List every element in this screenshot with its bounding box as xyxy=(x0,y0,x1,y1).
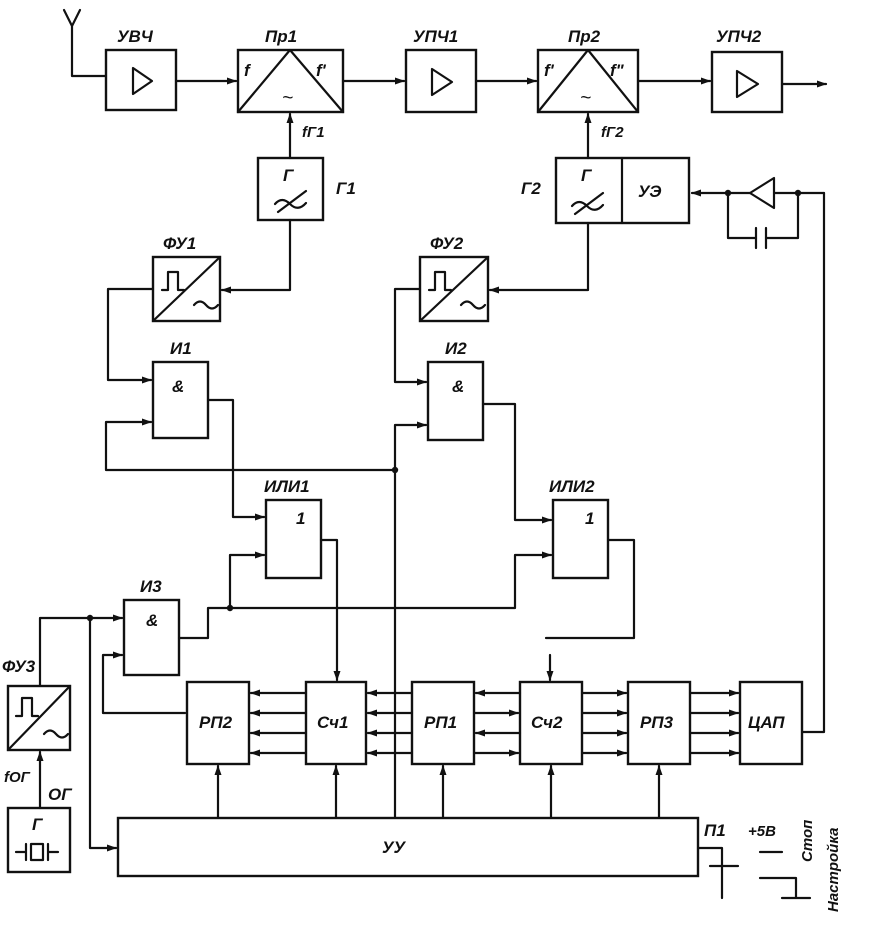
sch1-label: Сч1 xyxy=(317,713,348,732)
fg2-signal: fГ2 xyxy=(601,124,624,141)
fu1-shaper: ФУ1 xyxy=(151,234,222,323)
p1-label: П1 xyxy=(704,821,726,840)
pr1-input-freq: f xyxy=(244,61,252,80)
rp1-register: РП1 xyxy=(410,680,476,766)
i2-and-gate: & И2 xyxy=(426,339,485,442)
i3-label: И3 xyxy=(140,577,162,596)
upch2-label: УПЧ2 xyxy=(716,27,762,46)
rp2-register: РП2 xyxy=(185,680,251,766)
pr1-tilde: ~ xyxy=(282,88,293,109)
fu2-label: ФУ2 xyxy=(430,234,464,253)
antenna-icon xyxy=(62,8,107,78)
fog-signal: fОГ xyxy=(4,769,31,786)
ue-label: УЭ xyxy=(638,182,662,201)
rp3-label: РП3 xyxy=(640,713,674,732)
uu-label: УУ xyxy=(382,838,407,857)
ili1-or-symbol: 1 xyxy=(296,509,305,528)
fg1-signal: fГ1 xyxy=(302,124,325,141)
ili1-label: ИЛИ1 xyxy=(264,477,310,496)
i1-label: И1 xyxy=(170,339,192,358)
ili2-label: ИЛИ2 xyxy=(549,477,595,496)
fu2-shaper: ФУ2 xyxy=(418,234,490,323)
data-bus xyxy=(249,689,740,757)
g1-label: Г1 xyxy=(336,179,356,198)
i3-and-symbol: & xyxy=(146,611,158,630)
fu3-shaper: ФУ3 xyxy=(2,657,72,752)
integrator-amplifier xyxy=(690,176,826,250)
capacitor-icon xyxy=(754,226,768,250)
g2-generator: Г УЭ Г2 xyxy=(521,156,691,225)
pr1-label: Пр1 xyxy=(265,27,297,46)
i3-and-gate: & И3 xyxy=(122,577,181,677)
og-gen-symbol: Г xyxy=(32,815,44,834)
dac-label: ЦАП xyxy=(748,713,785,732)
pr1-output-freq: f' xyxy=(316,61,327,80)
sch2-counter: Сч2 xyxy=(518,680,584,766)
upch1-label: УПЧ1 xyxy=(413,27,458,46)
fu3-label: ФУ3 xyxy=(2,657,36,676)
g1-gen-symbol: Г xyxy=(283,166,295,185)
crystal-icon xyxy=(14,842,60,862)
sch2-label: Сч2 xyxy=(531,713,563,732)
g2-gen-symbol: Г xyxy=(581,166,593,185)
p1-switch: П1 +5В Стоп Настройка xyxy=(696,820,842,912)
fu1-label: ФУ1 xyxy=(163,234,196,253)
rp3-register: РП3 xyxy=(626,680,692,766)
uvch-label: УВЧ xyxy=(117,27,154,46)
uu-control-unit: УУ xyxy=(116,816,700,878)
g2-label: Г2 xyxy=(521,179,541,198)
i2-label: И2 xyxy=(445,339,467,358)
i1-and-symbol: & xyxy=(172,377,184,396)
uvch-amplifier: УВЧ xyxy=(104,27,178,112)
sch1-counter: Сч1 xyxy=(304,680,368,766)
ili2-or-symbol: 1 xyxy=(585,509,594,528)
pr2-label: Пр2 xyxy=(568,27,601,46)
dac-converter: ЦАП xyxy=(738,680,804,766)
rp1-label: РП1 xyxy=(424,713,457,732)
ili2-or-gate: 1 ИЛИ2 xyxy=(549,477,610,580)
pr2-output-freq: f" xyxy=(610,61,625,80)
pr2-input-freq: f' xyxy=(544,61,555,80)
stop-label: Стоп xyxy=(799,820,816,862)
g1-generator: Г Г1 xyxy=(256,156,356,222)
og-reference-oscillator: Г ОГ xyxy=(6,785,73,874)
pr1-mixer: Пр1 f f' ~ xyxy=(236,27,345,114)
i1-and-gate: & И1 xyxy=(151,339,210,440)
pr2-tilde: ~ xyxy=(580,88,591,109)
control-lines xyxy=(214,466,663,820)
og-label: ОГ xyxy=(48,785,73,804)
ili1-or-gate: 1 ИЛИ1 xyxy=(264,477,323,580)
pr2-mixer: Пр2 f' f" ~ xyxy=(536,27,640,114)
upch1-amplifier: УПЧ1 xyxy=(404,27,478,114)
tune-label: Настройка xyxy=(825,828,842,912)
rp2-label: РП2 xyxy=(199,713,233,732)
voltage-label: +5В xyxy=(748,823,776,840)
upch2-amplifier: УПЧ2 xyxy=(710,27,784,114)
i2-and-symbol: & xyxy=(452,377,464,396)
